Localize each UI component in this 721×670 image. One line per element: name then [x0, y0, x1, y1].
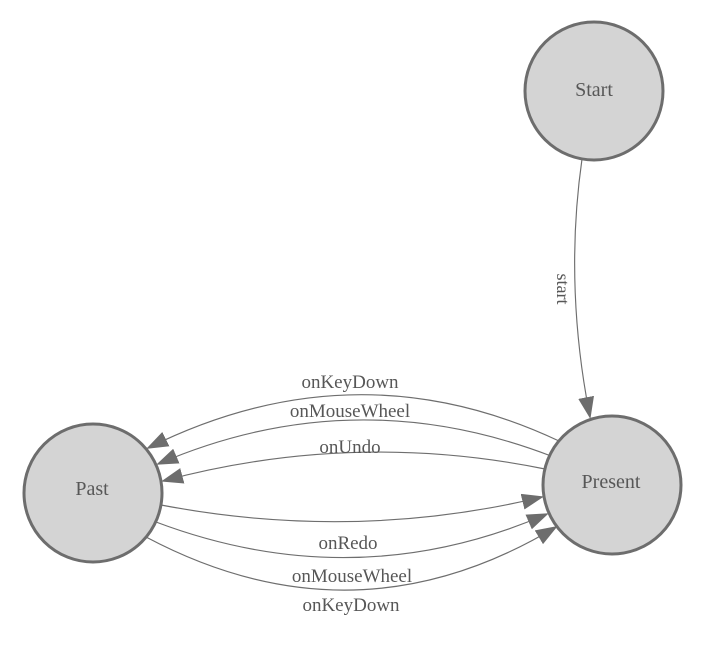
node-start-circle [523, 20, 665, 162]
edge-label-onkeydown-upper: onKeyDown [301, 372, 399, 393]
node-start-label: Start [575, 79, 613, 101]
edge-path-onkeydown-upper [146, 394, 560, 449]
edge-label-onundo: onUndo [319, 437, 380, 458]
node-past: Past [22, 422, 164, 564]
edge-start-to-present: start [553, 158, 594, 419]
edge-present-to-past-onundo: onUndo [161, 437, 546, 484]
edge-label-onkeydown-lower: onKeyDown [302, 595, 400, 616]
node-past-circle [22, 422, 164, 564]
edge-path-onredo [160, 493, 544, 523]
node-present-circle [541, 414, 683, 556]
edge-past-to-present-onkeydown: onKeyDown [145, 525, 558, 616]
edge-present-to-past-onmousewheel: onMouseWheel [156, 401, 552, 465]
edge-present-to-past-onkeydown: onKeyDown [146, 372, 560, 449]
edge-path-onmousewheel-lower [155, 513, 549, 559]
node-present: Present [541, 414, 683, 556]
edge-label-onmousewheel-lower: onMouseWheel [292, 566, 412, 587]
edge-label-onmousewheel-upper: onMouseWheel [290, 401, 410, 422]
edge-path-start [574, 158, 594, 419]
node-present-label: Present [582, 471, 641, 493]
node-start: Start [523, 20, 665, 162]
node-past-label: Past [75, 478, 109, 500]
edge-past-to-present-onmousewheel: onMouseWheel [155, 513, 549, 587]
edge-past-to-present-onredo: onRedo [160, 493, 544, 554]
edge-path-onundo [161, 451, 546, 484]
edge-label-onredo: onRedo [318, 533, 377, 554]
edge-label-start: start [553, 274, 573, 305]
edge-path-onmousewheel-upper [156, 419, 552, 465]
edge-path-onkeydown-lower [145, 525, 558, 591]
